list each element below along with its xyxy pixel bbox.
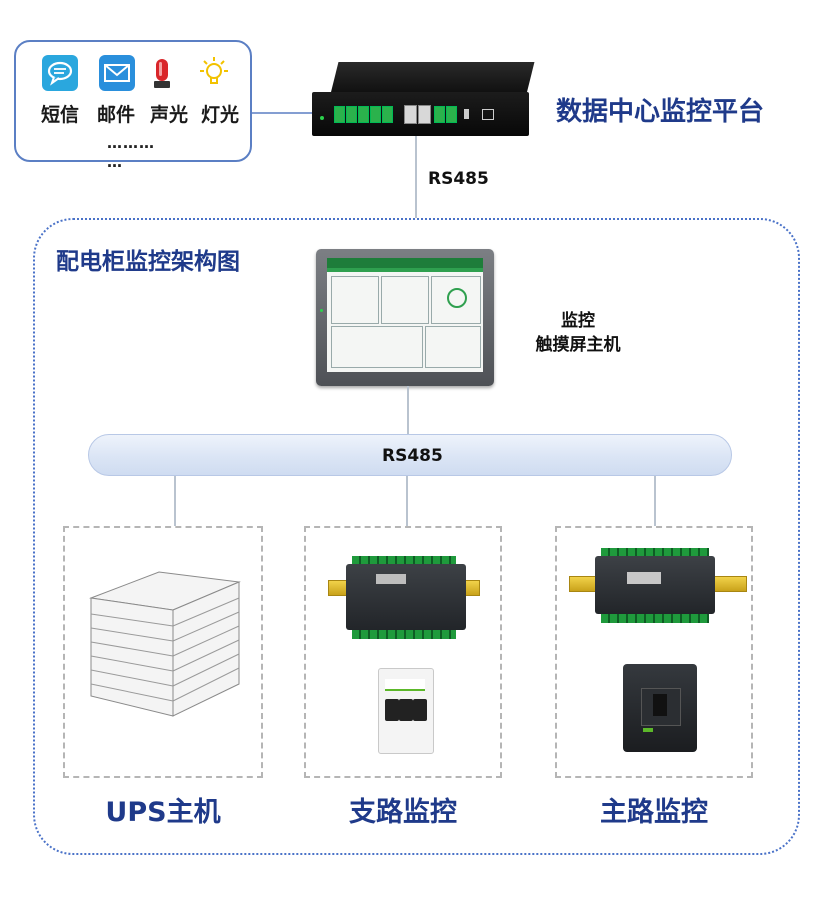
- bus-drop-main: [654, 476, 656, 526]
- bus-drop-ups: [174, 476, 176, 526]
- main-module-label: 主路监控: [600, 797, 708, 828]
- mccb-breaker-illustration: [623, 664, 697, 752]
- notify-label-sms: 短信: [41, 104, 80, 126]
- email-envelope-icon: [99, 55, 135, 91]
- ups-rack-illustration: [89, 571, 241, 717]
- hmi-screen: [327, 258, 483, 372]
- sms-chat-icon: [42, 55, 78, 91]
- rs485-uplink-label: RS485: [428, 169, 489, 189]
- notify-label-alarm: 声光: [150, 104, 189, 126]
- branch-module-label: 支路监控: [349, 797, 457, 828]
- server-front-panel: [312, 92, 529, 136]
- datacenter-platform-title: 数据中心监控平台: [556, 97, 765, 127]
- cabinet-architecture-title: 配电柜监控架构图: [56, 249, 240, 275]
- more-channels-dots: ………: [107, 134, 155, 152]
- rs485-uplink-line: [415, 136, 417, 218]
- hmi-label-line2: 触摸屏主机: [535, 335, 621, 355]
- alarm-beacon-icon: [152, 55, 188, 91]
- ups-module-label: UPS主机: [105, 797, 221, 828]
- ups-module-box: [63, 526, 263, 778]
- more-channels-dots-2: …: [107, 153, 123, 171]
- hmi-touchscreen: [316, 249, 494, 386]
- hmi-label-line1: 监控: [561, 311, 595, 331]
- cabinet-architecture-frame: [33, 218, 800, 855]
- notify-connector-line: [250, 112, 314, 114]
- rs485-bus-label: RS485: [382, 446, 443, 466]
- notify-label-email: 邮件: [97, 104, 136, 126]
- mcb-breaker-illustration: [378, 668, 434, 754]
- server-chassis-top: [331, 62, 535, 92]
- main-module-box: [555, 526, 753, 778]
- hmi-to-bus-line: [407, 386, 409, 434]
- notify-label-light: 灯光: [201, 104, 240, 126]
- rs485-bus: [88, 434, 732, 476]
- lightbulb-icon: [196, 55, 232, 91]
- branch-module-box: [304, 526, 502, 778]
- bus-drop-branch: [406, 476, 408, 526]
